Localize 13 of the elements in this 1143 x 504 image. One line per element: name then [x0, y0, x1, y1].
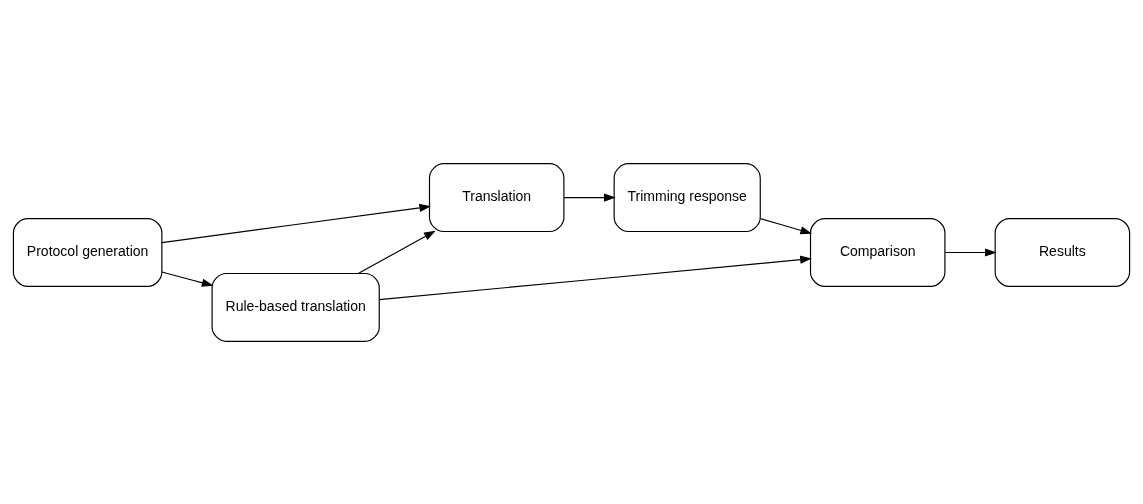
arrow: [161, 270, 214, 287]
node-box: Protocol generation: [12, 217, 163, 287]
arrow: [378, 255, 812, 300]
node-box: Results: [994, 217, 1131, 287]
node-box: Comparison: [809, 217, 946, 287]
node-box: Translation: [428, 162, 565, 232]
arrow: [944, 247, 997, 257]
node-box: Rule-based translation: [211, 272, 380, 342]
arrow: [161, 203, 432, 243]
arrow: [760, 217, 813, 234]
arrow: [563, 192, 616, 202]
node-box: Trimming response: [613, 162, 761, 232]
arrow: [358, 230, 436, 274]
